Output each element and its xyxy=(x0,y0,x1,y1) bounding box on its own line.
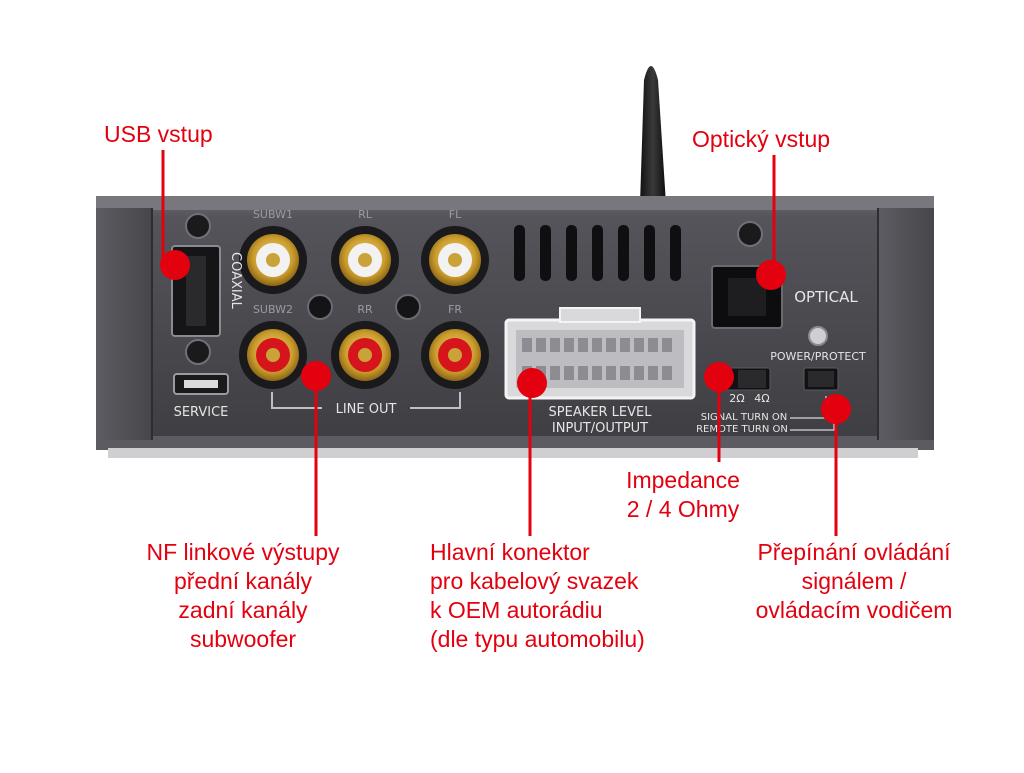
callout-connector-line-3: k OEM autorádiu xyxy=(430,597,603,623)
screw-bottom-left xyxy=(185,339,211,365)
mini-jack-left xyxy=(307,294,333,320)
callout-switch-line-2: signálem / xyxy=(801,568,907,594)
rca-fl xyxy=(421,226,489,294)
power-led xyxy=(808,326,828,346)
callout-connector-line-4: (dle typu automobilu) xyxy=(430,626,645,652)
label-optical: OPTICAL xyxy=(794,288,858,306)
callout-impedance: Impedance 2 / 4 Ohmy xyxy=(609,466,757,524)
rca-rl xyxy=(331,226,399,294)
callout-optical-line-1: Optický vstup xyxy=(692,126,831,152)
callout-connector-line-1: Hlavní konektor xyxy=(430,539,590,565)
screw-top-left xyxy=(185,213,211,239)
callout-line-out-line-1: NF linkové výstupy xyxy=(146,539,340,565)
label-line-out: LINE OUT xyxy=(336,402,397,417)
label-rl: RL xyxy=(358,208,373,221)
callout-usb-line-1: USB vstup xyxy=(104,121,213,147)
rca-subw1 xyxy=(239,226,307,294)
callout-line-out-line-2: přední kanály xyxy=(173,568,313,594)
callout-optical: Optický vstup xyxy=(692,125,830,154)
label-speaker-level: SPEAKER LEVEL xyxy=(549,405,653,420)
label-rr: RR xyxy=(357,303,373,316)
callout-impedance-line-1: Impedance xyxy=(626,467,740,493)
callout-connector-line-2: pro kabelový svazek xyxy=(430,568,639,594)
rca-fr xyxy=(421,321,489,389)
callout-dots xyxy=(160,250,851,424)
label-service: SERVICE xyxy=(174,405,229,420)
callout-switch-line-3: ovládacím vodičem xyxy=(755,597,953,623)
callout-switch: Přepínání ovládání signálem / ovládacím … xyxy=(736,538,972,625)
callout-impedance-line-2: 2 / 4 Ohmy xyxy=(626,496,740,522)
callout-usb: USB vstup xyxy=(104,120,213,149)
vent-slots xyxy=(514,225,681,281)
callout-line-out-line-4: subwoofer xyxy=(189,626,297,652)
rca-rr xyxy=(331,321,399,389)
mini-jack-right xyxy=(395,294,421,320)
label-subw2: SUBW2 xyxy=(253,303,293,316)
rca-subw2 xyxy=(239,321,307,389)
antenna xyxy=(640,66,666,204)
label-4-ohm: 4Ω xyxy=(754,392,769,405)
screw-top-right xyxy=(737,221,763,247)
label-fr: FR xyxy=(448,303,462,316)
callout-line-out: NF linkové výstupy přední kanály zadní k… xyxy=(125,538,361,654)
label-signal-turn-on: SIGNAL TURN ON xyxy=(701,412,788,423)
label-remote-turn-on: REMOTE TURN ON xyxy=(696,424,788,435)
line-out-bracket xyxy=(271,392,461,409)
label-coaxial: COAXIAL xyxy=(228,252,243,310)
callout-leaders xyxy=(161,150,838,536)
turn-on-switch xyxy=(803,367,839,391)
label-fl: FL xyxy=(449,208,462,221)
callout-connector: Hlavní konektor pro kabelový svazek k OE… xyxy=(430,538,645,654)
service-port xyxy=(173,373,229,395)
callout-line-out-line-3: zadní kanály xyxy=(178,597,308,623)
callout-switch-line-1: Přepínání ovládání xyxy=(757,539,951,565)
label-input-output: INPUT/OUTPUT xyxy=(552,421,648,436)
label-2-ohm: 2Ω xyxy=(729,392,744,405)
label-subw1: SUBW1 xyxy=(253,208,293,221)
label-power-protect: POWER/PROTECT xyxy=(770,350,866,363)
